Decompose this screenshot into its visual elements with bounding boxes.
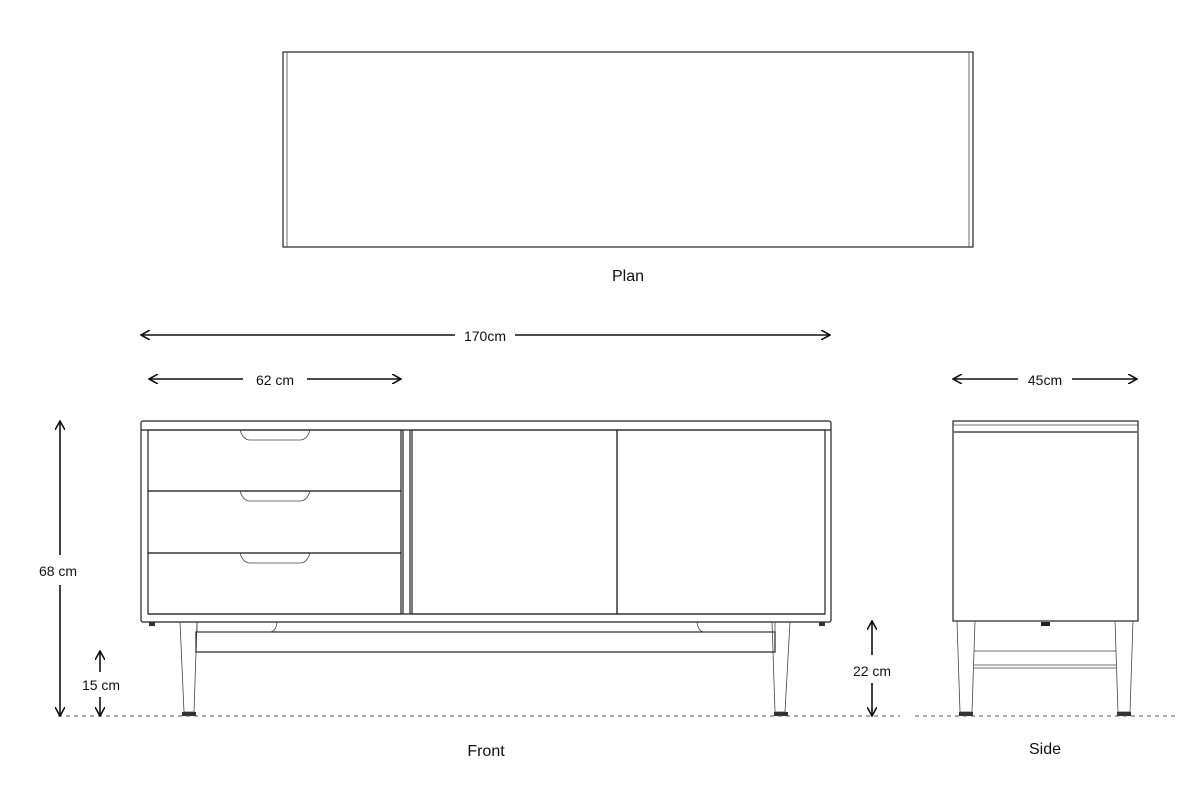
front-legs	[179, 621, 791, 716]
front-label: Front	[467, 743, 505, 760]
drawers	[147, 429, 402, 615]
dimension-leg-clearance: 15 cm	[82, 651, 120, 716]
plan-label: Plan	[612, 268, 644, 285]
svg-text:15 cm: 15 cm	[82, 677, 120, 693]
dimension-depth: 45cm	[953, 372, 1137, 388]
side-view	[952, 420, 1139, 716]
drawer-handle	[239, 429, 311, 441]
dimension-base-height: 22 cm	[853, 621, 891, 716]
svg-text:170cm: 170cm	[464, 328, 506, 344]
svg-text:68 cm: 68 cm	[39, 563, 77, 579]
side-label: Side	[1029, 741, 1061, 758]
dimension-total-width: 170cm	[141, 328, 830, 344]
doors	[411, 429, 826, 615]
svg-text:45cm: 45cm	[1028, 372, 1062, 388]
svg-text:62 cm: 62 cm	[256, 372, 294, 388]
dimension-drawer-width: 62 cm	[149, 372, 401, 388]
drawer-handle	[239, 490, 311, 502]
drawer-handle	[239, 552, 311, 564]
front-view	[140, 420, 832, 716]
plan-view	[282, 51, 974, 248]
svg-text:22 cm: 22 cm	[853, 663, 891, 679]
dimension-total-height: 68 cm	[39, 421, 77, 716]
